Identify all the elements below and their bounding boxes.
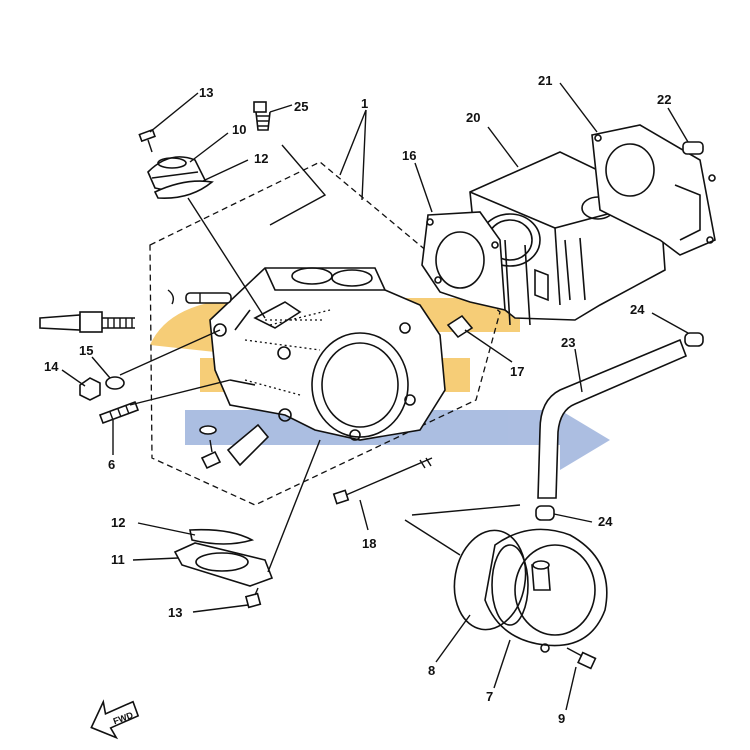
callout-8: 8 [428,663,435,678]
dowel-pin-22 [682,141,704,155]
assembly-boundary [149,161,501,506]
callout-18: 18 [362,536,376,551]
callout-23: 23 [561,335,575,350]
callout-13-bottom: 13 [168,605,182,620]
callout-16: 16 [402,148,416,163]
dowel-pin-24-lower [535,505,555,521]
callout-21: 21 [538,73,552,88]
callout-6: 6 [108,457,115,472]
plug-small [199,425,222,470]
dowel-pin-24-upper [684,332,704,347]
crankcase-body [209,267,446,441]
callout-10: 10 [232,122,246,137]
hose [537,338,688,499]
dowel-sleeve [446,314,474,339]
callout-25: 25 [294,99,308,114]
sleeve [226,423,270,467]
stud-bolt [98,400,140,425]
callout-9: 9 [558,711,565,726]
leader-lines [61,82,689,711]
callout-1: 1 [361,96,368,111]
cylinder-gasket-left [421,211,506,312]
callout-24-upper: 24 [630,302,645,317]
cylinder-gasket-right [591,124,716,256]
spark-plug-left [39,311,135,333]
spark-plug-small [253,101,271,131]
gasket-bottom [189,528,255,545]
bolt-pump [566,647,597,670]
callout-22: 22 [657,92,671,107]
callout-20: 20 [466,110,480,125]
nut [79,377,101,401]
callout-7: 7 [486,689,493,704]
bolt-top [138,128,156,153]
callout-13-top: 13 [199,85,213,100]
long-bolt [332,457,433,505]
internal-passage-lines [244,309,331,396]
callout-labels: 13 25 1 10 12 21 22 20 16 24 23 17 15 14… [44,73,671,726]
callout-12-bottom: 12 [111,515,125,530]
gasket-top [153,180,214,199]
callout-14: 14 [44,359,59,374]
callout-17: 17 [510,364,524,379]
callout-24-lower: 24 [598,514,613,529]
callout-15: 15 [79,343,93,358]
o-ring [453,529,527,631]
callout-12-top: 12 [254,151,268,166]
washer [105,376,125,390]
bolt-bottom [244,587,262,609]
forward-arrow-icon: FWD [90,699,140,740]
pump-housing [484,528,608,653]
pin-set [167,289,232,305]
cover-bottom [173,542,274,587]
callout-11: 11 [111,552,125,567]
